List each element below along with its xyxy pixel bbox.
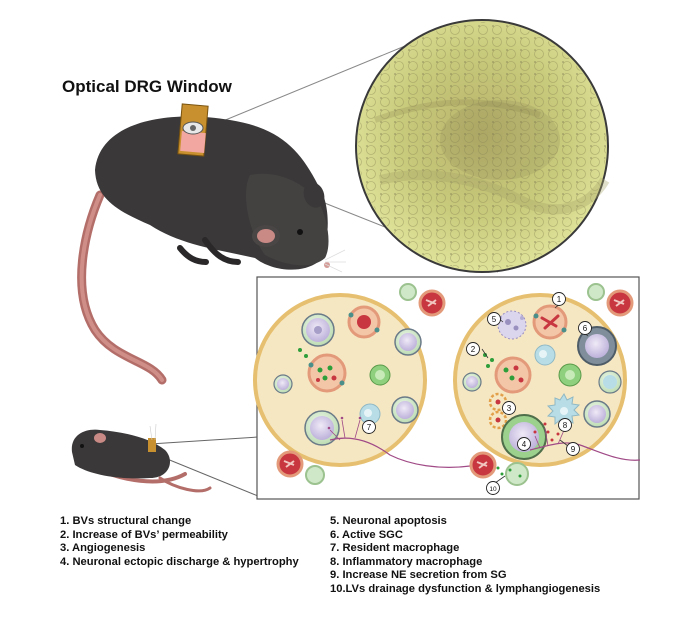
legend-item: 6. Active SGC	[330, 528, 403, 541]
legend-right: 5. Neuronal apoptosis 6. Active SGC 7. R…	[330, 515, 600, 597]
blood-vessel-changed	[532, 304, 568, 340]
blood-vessel	[307, 353, 347, 393]
mouse-large	[77, 116, 346, 385]
drg-normal	[253, 293, 471, 468]
neuron	[394, 328, 422, 356]
legend-item: 5. Neuronal apoptosis	[330, 515, 447, 527]
legend-item: 1. BVs structural change	[60, 515, 192, 527]
callout-label: 5	[492, 315, 497, 324]
figure-title: Optical DRG Window	[62, 77, 232, 96]
neuron	[598, 370, 622, 394]
outer-vessel	[606, 289, 634, 317]
callout-label: 1	[557, 295, 562, 304]
callout-marker-1: 1	[552, 292, 566, 306]
callout-label: 7	[367, 423, 372, 432]
blood-vessel	[347, 305, 381, 339]
callout-label: 8	[563, 421, 568, 430]
zoom-line	[149, 436, 259, 445]
callout-markers: 1 2 3 4 5 6 7 8 9 10	[362, 292, 592, 495]
apoptotic-neuron	[497, 310, 527, 340]
callout-marker-8: 8	[558, 418, 572, 432]
active-sgc	[577, 326, 617, 366]
callout-label: 3	[507, 404, 512, 413]
neuron	[304, 410, 340, 446]
neuron	[369, 364, 391, 386]
callout-marker-2: 2	[466, 342, 480, 356]
neuron	[273, 374, 293, 394]
legend-item: 4. Neuronal ectopic discharge & hypertro…	[60, 555, 299, 568]
neuron	[391, 396, 419, 424]
legend-left: 1. BVs structural change 2. Increase of …	[60, 515, 299, 569]
callout-label: 10	[489, 486, 497, 493]
callout-marker-10: 10	[486, 481, 500, 495]
legend-item: 3. Angiogenesis	[60, 542, 146, 555]
lymph-vessel	[399, 283, 417, 301]
drg-window-device	[177, 103, 209, 157]
legend-item: 8. Inflammatory macrophage	[330, 555, 483, 568]
micrograph	[355, 19, 610, 273]
callout-marker-4: 4	[517, 437, 531, 451]
neuron	[558, 363, 582, 387]
macrophage	[534, 344, 556, 366]
callout-marker-9: 9	[566, 442, 580, 456]
legend-item: 7. Resident macrophage	[330, 542, 460, 555]
legend-item: 10.LVs drainage dysfunction & lymphangio…	[330, 582, 601, 595]
lymph-vessel	[305, 465, 325, 485]
zoom-line	[205, 45, 406, 129]
legend-item: 9. Increase NE secretion from SG	[330, 569, 507, 582]
drg-pathological	[453, 293, 641, 467]
blood-vessel-permeable	[494, 356, 532, 394]
callout-label: 4	[522, 440, 527, 449]
lymph-vessel	[505, 462, 529, 486]
nerve-fiber	[529, 442, 641, 461]
callout-marker-3: 3	[502, 401, 516, 415]
outer-vessel	[418, 289, 446, 317]
outer-vessel	[276, 450, 304, 478]
lymph-vessel	[587, 283, 605, 301]
callout-marker-6: 6	[578, 321, 592, 335]
callout-label: 2	[471, 345, 476, 354]
callout-label: 6	[583, 324, 588, 333]
neuron	[583, 400, 611, 428]
callout-marker-5: 5	[487, 312, 501, 326]
nerve-fiber	[329, 437, 471, 468]
neuron	[462, 372, 482, 392]
callout-marker-7: 7	[362, 420, 376, 434]
callout-label: 9	[571, 445, 576, 454]
mouse-small	[71, 423, 212, 493]
legend-item: 2. Increase of BVs’ permeability	[60, 528, 228, 541]
hypertrophic-neuron	[501, 414, 547, 460]
neuron	[301, 313, 335, 347]
outer-vessel	[469, 451, 497, 479]
